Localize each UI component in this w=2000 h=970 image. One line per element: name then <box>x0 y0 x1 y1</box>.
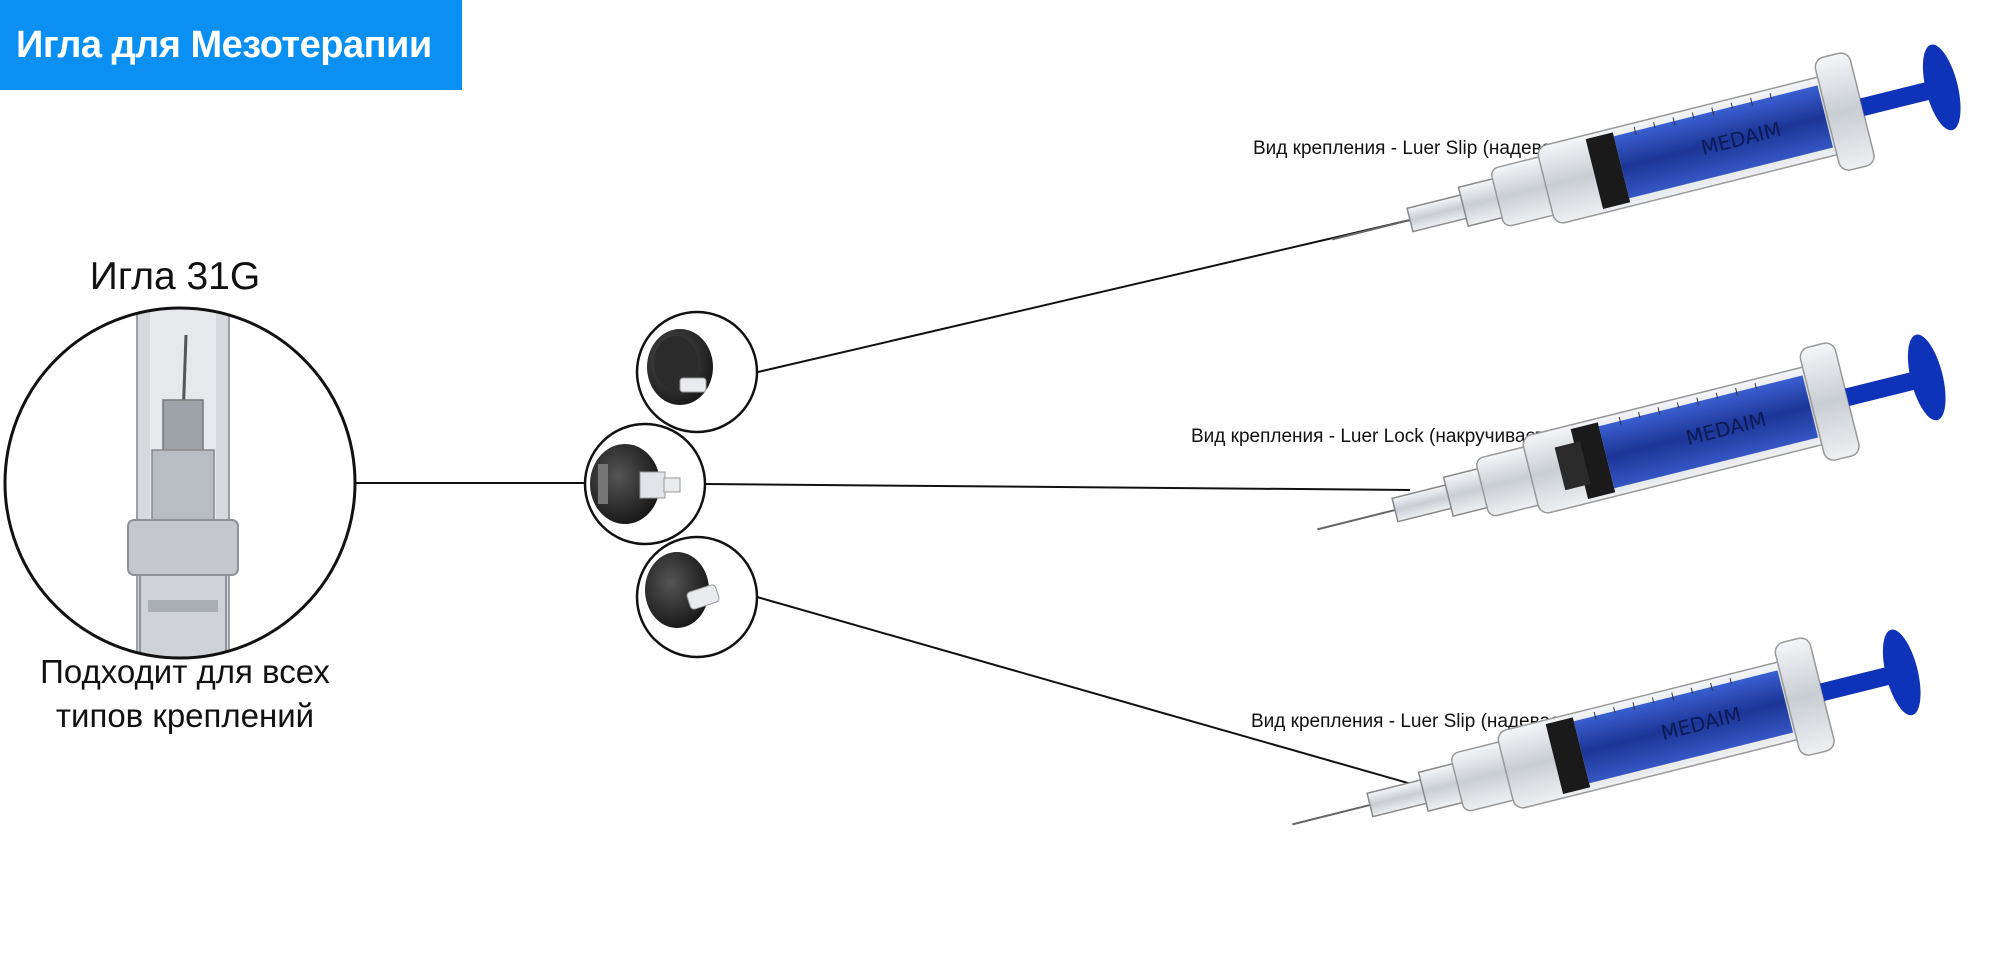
syringe-label-3: Вид крепления - Luer Slip (надевается) <box>1251 711 1595 732</box>
syringe-1: MEDAIM <box>1317 26 1973 297</box>
page-header: Игла для Мезотерапии <box>0 0 462 90</box>
page-title: Игла для Мезотерапии <box>16 23 432 66</box>
needle-magnifier <box>3 306 357 660</box>
connector-circle-1 <box>635 310 759 434</box>
syringe-label-2: Вид крепления - Luer Lock (накручивается… <box>1191 426 1571 447</box>
needle-caption-line-2: типов креплений <box>55 697 315 734</box>
syringe-label-1: Вид крепления - Luer Slip (надевается) <box>1253 138 1597 159</box>
connector-circle-3 <box>635 535 759 659</box>
syringe-3: MEDAIM <box>1277 611 1933 882</box>
syringe-2: MEDAIM <box>1302 316 1958 587</box>
connector-circle-2 <box>583 422 707 546</box>
needle-title: Игла 31G <box>89 255 261 298</box>
